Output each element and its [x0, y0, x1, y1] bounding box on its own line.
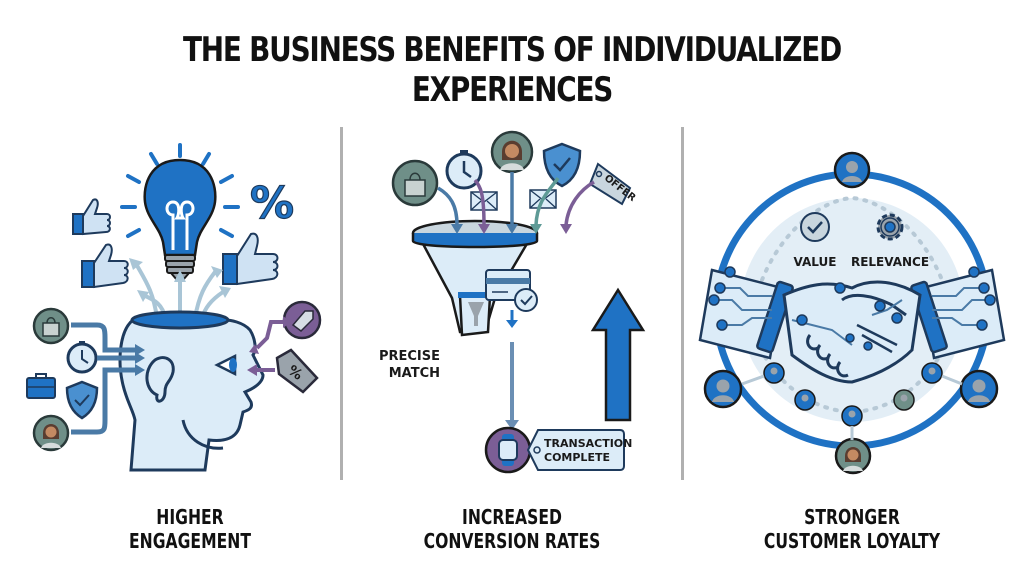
panel-conversion: PRECISE MATCH TRANSACTION COMPLETE [350, 120, 680, 490]
caption-conversion-line1: INCREASED [462, 505, 562, 529]
light-rays-icon [120, 143, 240, 238]
page-title: THE BUSINESS BENEFITS OF INDIVIDUALIZED … [182, 30, 842, 110]
funnel-icon [411, 219, 539, 337]
shield-check-icon [542, 142, 582, 188]
caption-loyalty: STRONGER CUSTOMER LOYALTY [723, 505, 980, 553]
thumbs-up-icon [72, 198, 111, 236]
person-avatar-icon [703, 369, 743, 409]
percent-icon: % [250, 178, 294, 229]
offer-tag-icon: OFFER [588, 162, 638, 206]
caption-loyalty-line2: CUSTOMER LOYALTY [763, 529, 941, 553]
person-avatar-icon [959, 369, 999, 409]
person-avatar-icon [833, 151, 871, 189]
credit-card-check-icon [485, 269, 538, 312]
caption-conversion: INCREASED CONVERSION RATES [383, 505, 640, 553]
thumbs-up-icon [222, 232, 279, 286]
stopwatch-icon [445, 150, 483, 190]
handshake-icon [782, 280, 922, 384]
lightbulb-icon [143, 158, 217, 281]
stopwatch-icon [66, 341, 98, 374]
svg-text:TRANSACTION: TRANSACTION [544, 437, 632, 450]
panel-loyalty: VALUE RELEVANCE [692, 120, 1022, 490]
checkmark-icon [800, 212, 830, 242]
shopping-bag-icon [391, 159, 439, 207]
discount-tag-icon: % [275, 348, 319, 394]
panel-engagement: % [5, 120, 335, 490]
person-avatar-icon [490, 130, 534, 174]
svg-text:MATCH: MATCH [389, 366, 440, 381]
person-avatar-icon [834, 437, 872, 475]
shopping-bag-icon [32, 307, 70, 345]
divider-left [340, 127, 343, 480]
smartwatch-icon [484, 426, 532, 474]
transaction-complete-tag: TRANSACTION COMPLETE [526, 429, 632, 471]
price-tag-icon [282, 300, 322, 340]
head-profile-icon [118, 310, 265, 472]
caption-loyalty-line1: STRONGER [804, 505, 900, 529]
thumbs-up-icon [81, 243, 129, 289]
caption-conversion-line2: CONVERSION RATES [423, 529, 601, 553]
svg-text:VALUE: VALUE [794, 255, 837, 269]
svg-text:RELEVANCE: RELEVANCE [851, 255, 929, 269]
caption-engagement: HIGHER ENGAGEMENT [61, 505, 318, 553]
caption-engagement-line2: ENGAGEMENT [129, 529, 251, 553]
briefcase-icon [26, 373, 56, 399]
svg-text:PRECISE: PRECISE [379, 349, 440, 364]
person-avatar-icon [32, 414, 70, 452]
divider-right [681, 127, 684, 480]
shield-check-icon [65, 380, 99, 420]
caption-engagement-line1: HIGHER [156, 505, 224, 529]
up-arrow-icon [590, 287, 646, 422]
gear-icon [876, 213, 904, 241]
svg-text:COMPLETE: COMPLETE [544, 451, 610, 464]
